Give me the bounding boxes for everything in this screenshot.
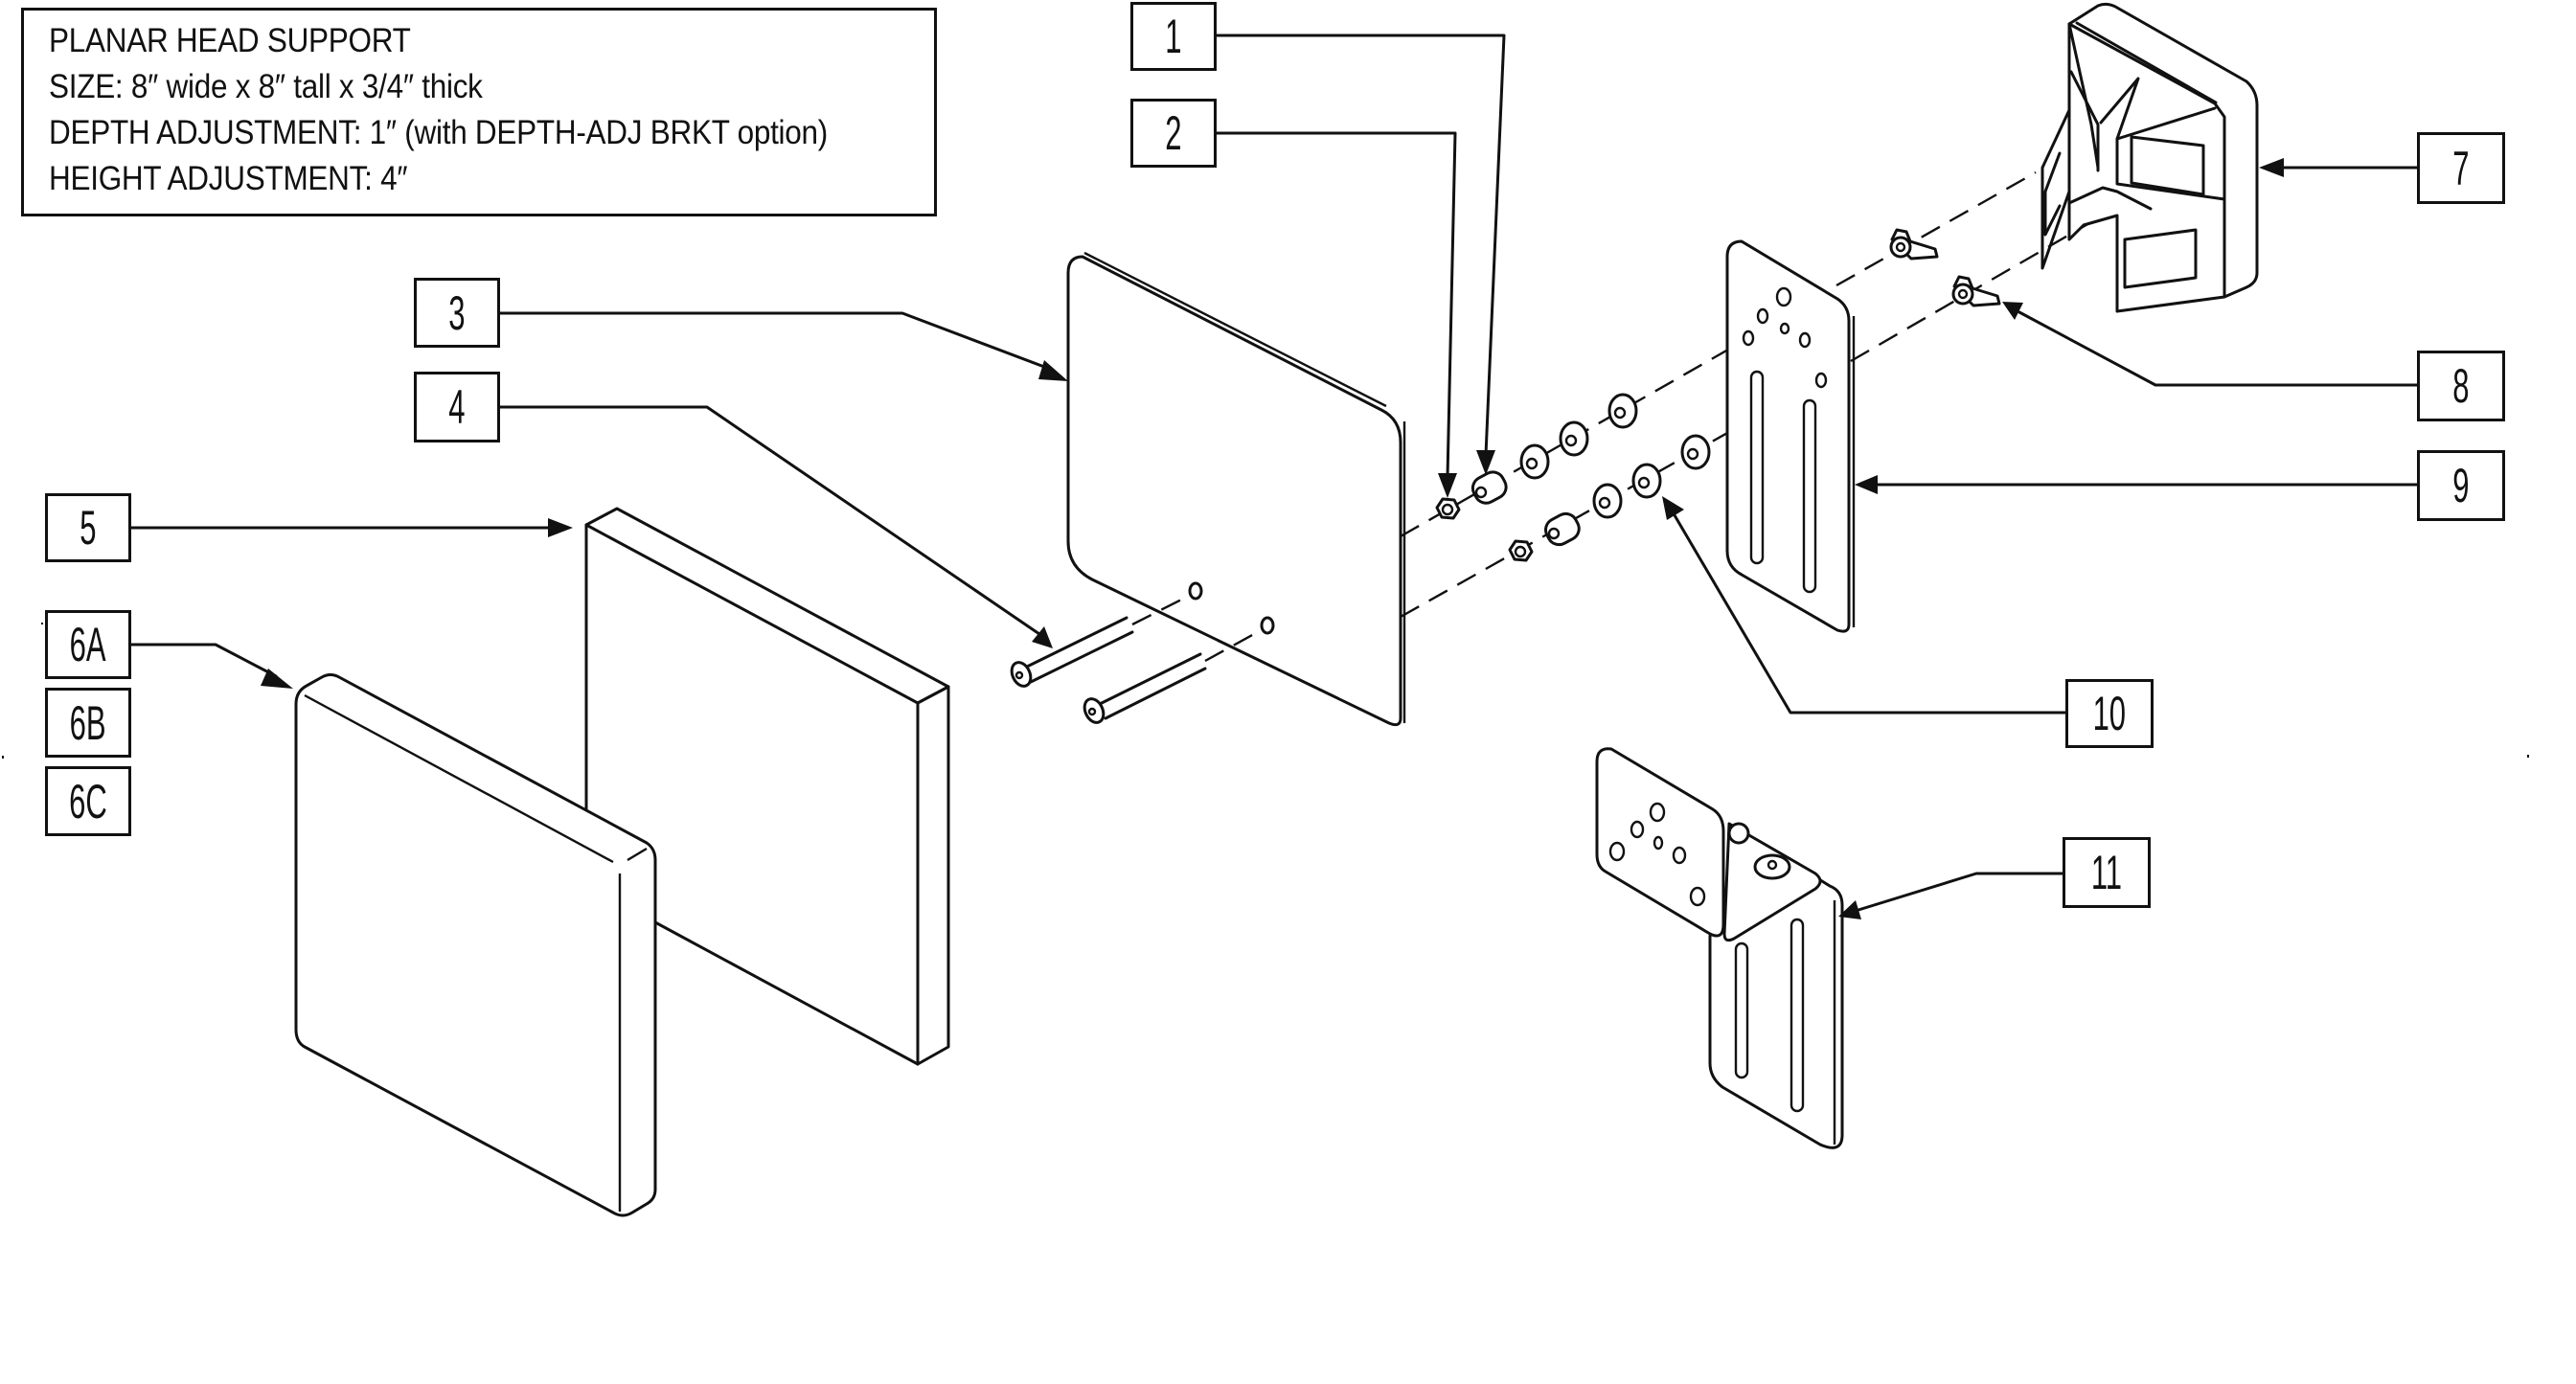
spacer-lower-2 (1631, 463, 1662, 499)
part-11-depth-adjust-bracket (1595, 747, 1844, 1149)
part-8-wing-nuts (1889, 228, 2001, 307)
size-line: SIZE: 8″ wide x 8″ tall x 3/4″ thick (49, 68, 483, 105)
callout-9: 9 (2417, 450, 2505, 521)
screw-1 (1010, 581, 1203, 688)
callout-6b-label: 6B (70, 695, 106, 750)
hex-nut-lower (1508, 539, 1534, 562)
arrowhead-1 (1476, 450, 1495, 475)
callout-6b: 6B (45, 688, 131, 758)
callout-6c: 6C (45, 766, 131, 836)
callout-6a-label: 6A (70, 618, 106, 671)
leader-3 (498, 311, 1054, 372)
arrowhead-5 (548, 518, 573, 537)
leader-1 (1215, 34, 1506, 457)
arrowhead-9 (1855, 475, 1878, 494)
spacer-upper-1 (1519, 443, 1550, 480)
leader-8 (2017, 310, 2419, 387)
spacer-upper-2 (1559, 420, 1589, 457)
wing-nut-lower (1951, 275, 2001, 307)
spacer-lower-1 (1592, 483, 1623, 519)
arrowhead-11 (1838, 900, 1861, 919)
callout-6c-label: 6C (69, 774, 107, 828)
callout-3: 3 (414, 278, 500, 348)
callout-7: 7 (2417, 132, 2505, 204)
part-5-pad (584, 507, 950, 1066)
callout-1: 1 (1130, 2, 1217, 71)
part-7-headrest-clamp (2040, 2, 2259, 313)
leader-4 (498, 405, 1041, 636)
callout-10: 10 (2065, 679, 2154, 748)
leader-2 (1215, 131, 1457, 479)
arrowhead-4 (1032, 626, 1053, 648)
callout-7-label: 7 (2452, 141, 2470, 195)
callout-2: 2 (1130, 99, 1217, 168)
callout-8: 8 (2417, 351, 2505, 421)
callout-1-label: 1 (1165, 10, 1182, 63)
callout-6a: 6A (45, 610, 131, 679)
spacer-long-upper (1470, 470, 1508, 505)
leader-6a (129, 643, 278, 678)
leader-10 (1673, 513, 2067, 715)
spacer-long-lower (1544, 511, 1581, 547)
callout-5-label: 5 (80, 501, 97, 555)
arrowhead-7 (2259, 158, 2284, 177)
screw-2 (1083, 616, 1275, 724)
arrowhead-6a (261, 669, 293, 689)
callout-8-label: 8 (2452, 359, 2470, 413)
part-6-cushion (294, 673, 657, 1217)
callout-11: 11 (2063, 837, 2151, 908)
title-line: PLANAR HEAD SUPPORT (49, 22, 411, 59)
callout-5: 5 (45, 493, 131, 562)
callout-2-label: 2 (1165, 106, 1182, 160)
spacer-rows (1400, 336, 1822, 619)
height-adjustment-line: HEIGHT ADJUSTMENT: 4″ (49, 160, 408, 197)
arrowhead-8 (2002, 302, 2023, 320)
leader-lines (129, 34, 2419, 919)
callout-10-label: 10 (2092, 687, 2127, 740)
arrowhead-3 (1038, 360, 1068, 381)
callout-11-label: 11 (2090, 846, 2123, 899)
stray-dot (41, 623, 43, 624)
callout-4-label: 4 (448, 380, 466, 434)
stray-dot (2527, 755, 2529, 758)
depth-adjustment-line: DEPTH ADJUSTMENT: 1″ (with DEPTH-ADJ BRK… (49, 114, 829, 151)
title-block: PLANAR HEAD SUPPORT SIZE: 8″ wide x 8″ t… (21, 8, 937, 216)
spacer-lower-3 (1680, 434, 1711, 470)
stray-dot (2, 756, 4, 759)
arrowhead-10 (1662, 496, 1684, 520)
callout-9-label: 9 (2452, 459, 2470, 512)
callout-3-label: 3 (448, 285, 466, 340)
arrowhead-2 (1438, 473, 1457, 498)
spacer-upper-3 (1607, 393, 1638, 429)
hex-nut-upper (1435, 497, 1461, 520)
callout-4: 4 (414, 372, 500, 442)
part-3-backing-plate (1066, 251, 1406, 727)
wing-nut-upper (1889, 228, 1939, 261)
leader-11 (1857, 872, 2064, 912)
part-4-screws (1010, 581, 1275, 724)
part-9-mounting-bracket (1725, 170, 2109, 633)
